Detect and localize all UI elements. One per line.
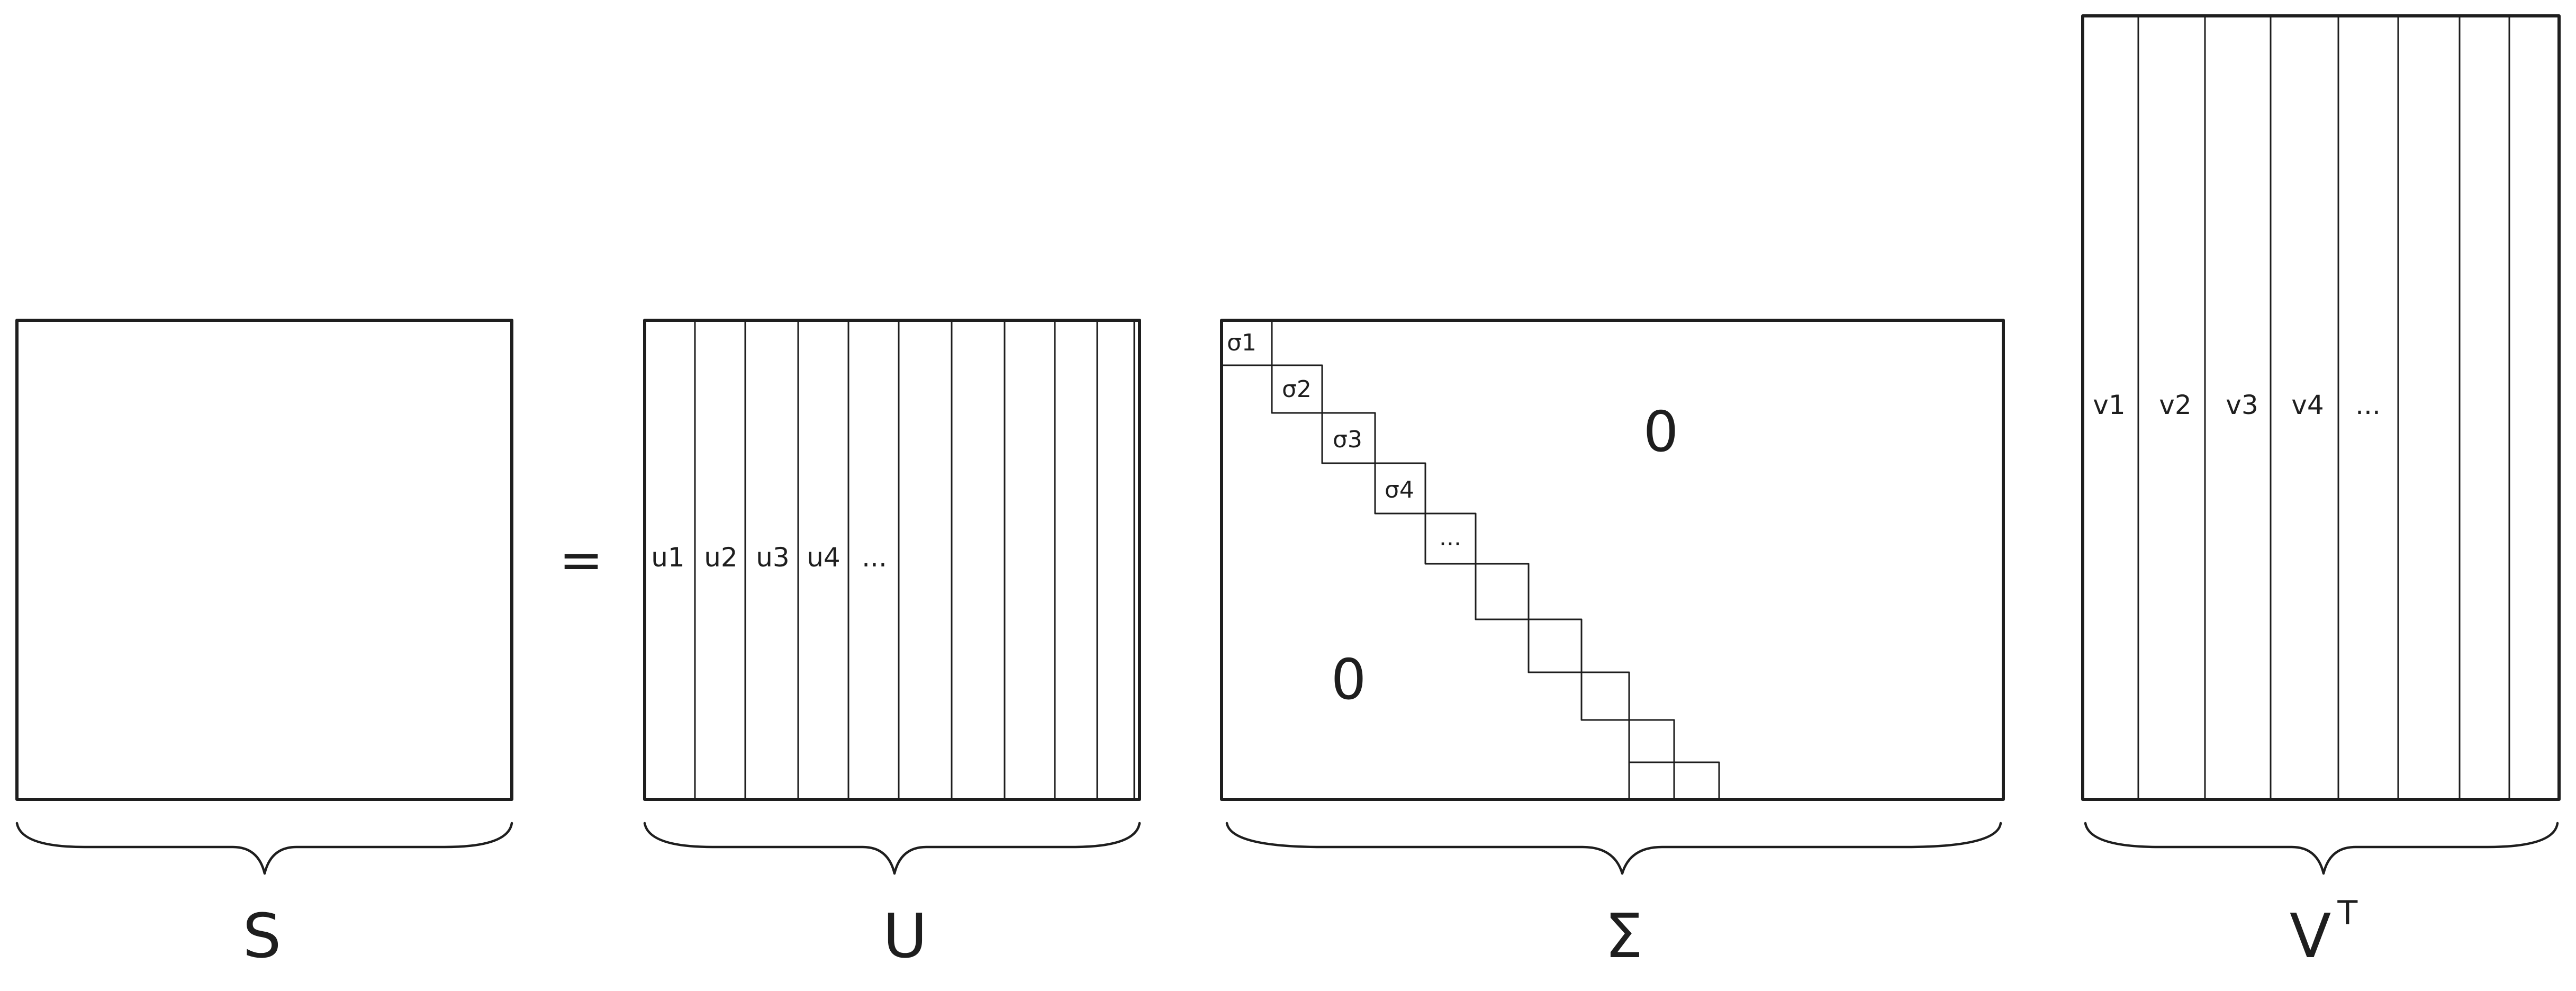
sigma-diagonal-steps [1221,319,1720,800]
matrix-u-label: U [883,901,927,972]
sigma-diagonal-labels: σ1 σ2 σ3 σ4 ... [1227,329,1461,551]
matrix-vt-brace [2084,822,2559,875]
v-column-label: v1 [2093,390,2125,420]
matrix-vt-column-labels: v1 v2 v3 v4 ... [2093,390,2381,420]
v-column-label: v4 [2291,390,2324,420]
matrix-u-brace [643,822,1141,875]
sigma-value-label: σ4 [1385,476,1414,503]
vt-label-superscript: T [2337,894,2358,932]
matrix-s-brace [15,822,513,875]
matrix-sigma-brace [1225,822,2002,875]
u-column-label: u1 [651,542,685,573]
v-column-label: ... [2355,390,2381,420]
u-column-label: u4 [807,542,840,573]
matrix-s: S [15,319,513,972]
sigma-zero-upper: 0 [1643,400,1679,464]
u-column-label: u2 [704,542,738,573]
sigma-value-label: ... [1439,524,1461,551]
sigma-value-label: σ1 [1227,329,1257,356]
equals-sign: = [559,529,603,591]
matrix-u: u1 u2 u3 u4 ... U [643,319,1141,972]
matrix-vt-column-lines [2137,15,2510,800]
v-column-label: v3 [2226,390,2258,420]
matrix-s-label: S [243,901,282,972]
vt-label-base: V [2290,901,2331,972]
matrix-sigma-label: Σ [1605,901,1643,972]
matrix-u-column-lines [694,319,1135,800]
sigma-zero-lower: 0 [1331,647,1367,712]
matrix-u-column-labels: u1 u2 u3 u4 ... [651,542,887,573]
v-column-label: v2 [2159,390,2191,420]
matrix-sigma: σ1 σ2 σ3 σ4 ... 0 0 Σ [1220,319,2005,972]
u-column-label: ... [862,542,887,573]
matrix-vt-box [2081,14,2561,801]
matrix-sigma-box [1220,319,2005,801]
matrix-u-box [643,319,1141,801]
sigma-value-label: σ3 [1333,426,1362,453]
sigma-value-label: σ2 [1282,376,1312,403]
u-column-label: u3 [756,542,790,573]
matrix-s-box [15,319,513,801]
